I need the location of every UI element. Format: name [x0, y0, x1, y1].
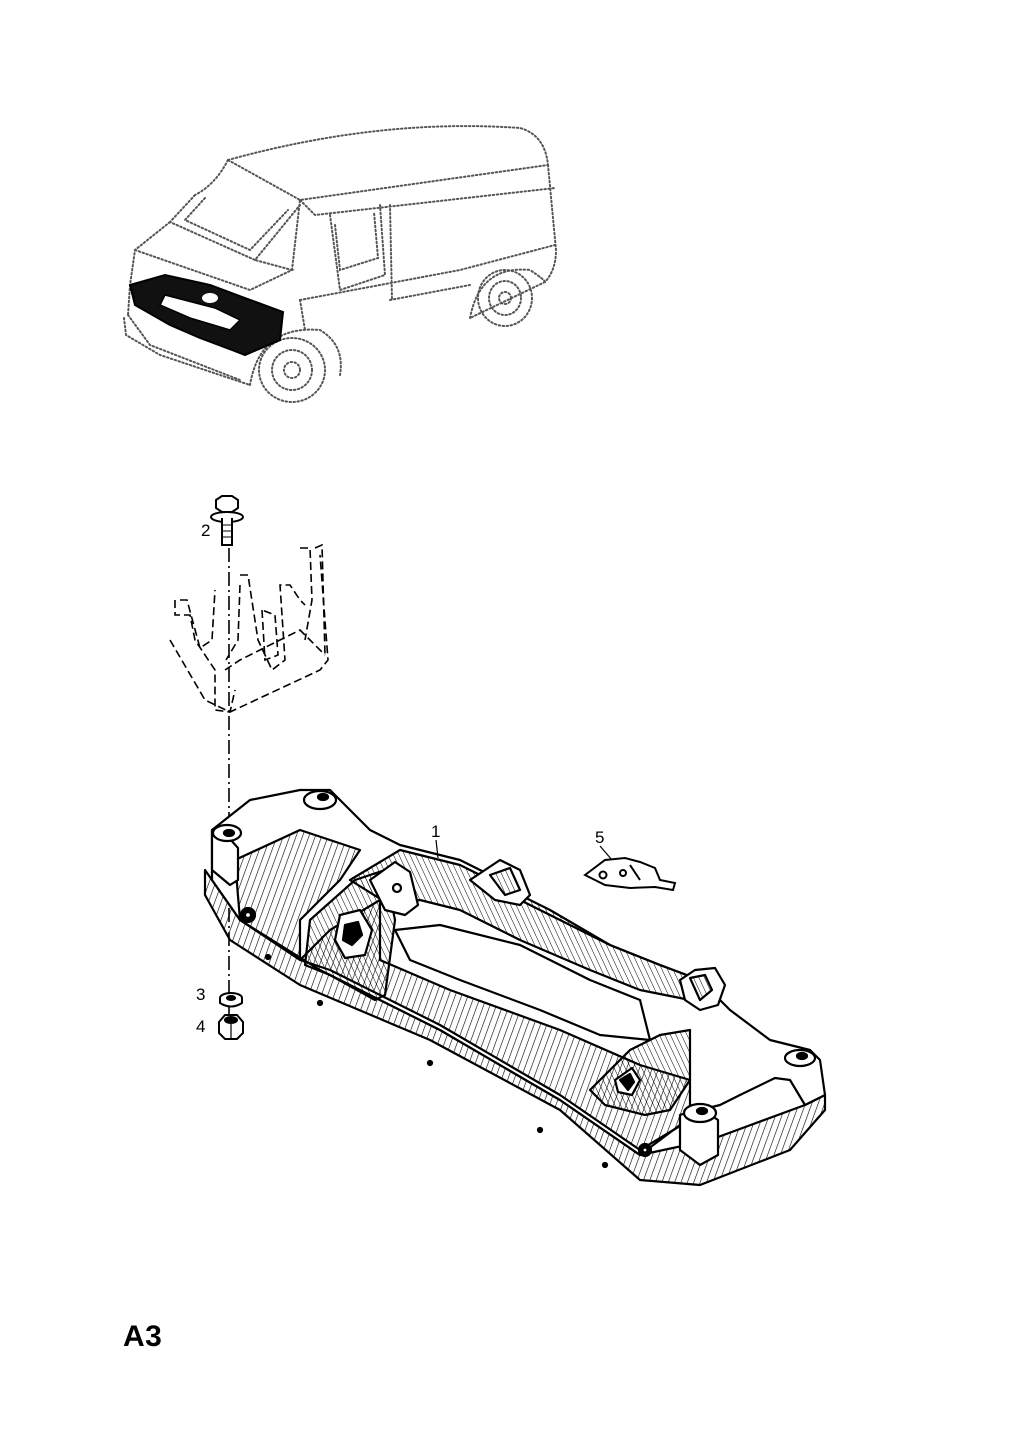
small-bracket-part [583, 856, 677, 892]
van-locator-illustration [123, 125, 558, 403]
crossmember-subframe [203, 788, 827, 1187]
callout-5-leader [599, 845, 613, 861]
van-highlighted-crossmember [128, 273, 285, 357]
callout-1-leader [435, 839, 439, 859]
page-code: A3 [123, 1320, 163, 1353]
callout-5: 5 [595, 828, 605, 847]
callout-1: 1 [431, 822, 441, 841]
callout-4: 4 [196, 1017, 206, 1036]
washer-part [219, 992, 243, 1008]
callout-3: 3 [196, 985, 206, 1004]
callout-2: 2 [201, 521, 211, 540]
nut-part [218, 1014, 244, 1040]
phantom-bracket [169, 543, 329, 713]
bolt-part [210, 495, 244, 546]
